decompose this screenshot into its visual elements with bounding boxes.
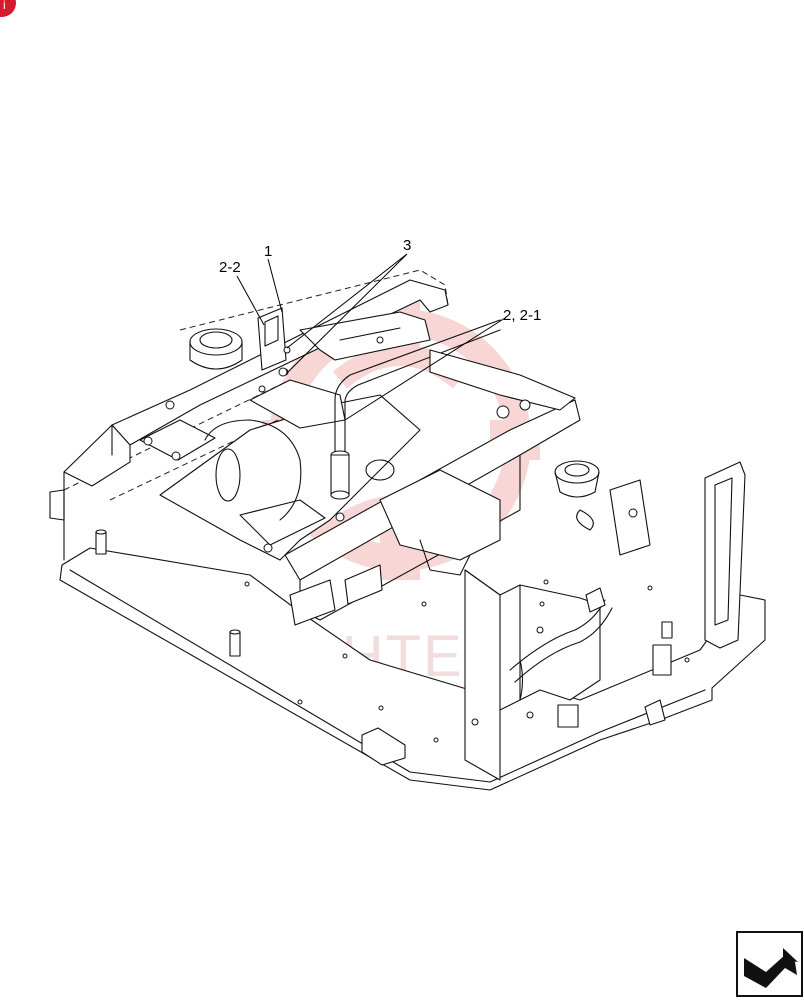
callout-2-2: 2-2 xyxy=(219,259,241,276)
callout-2-2-1: 2, 2-1 xyxy=(503,307,541,324)
callouts: 1 2-2 3 2, 2-1 xyxy=(219,237,541,421)
callout-1: 1 xyxy=(264,243,272,260)
callout-3: 3 xyxy=(403,237,411,254)
frame-drawing xyxy=(49,269,766,791)
red-badge-icon: i xyxy=(0,0,16,17)
next-page-arrow-icon[interactable] xyxy=(736,931,803,997)
svg-text:i: i xyxy=(3,0,6,12)
